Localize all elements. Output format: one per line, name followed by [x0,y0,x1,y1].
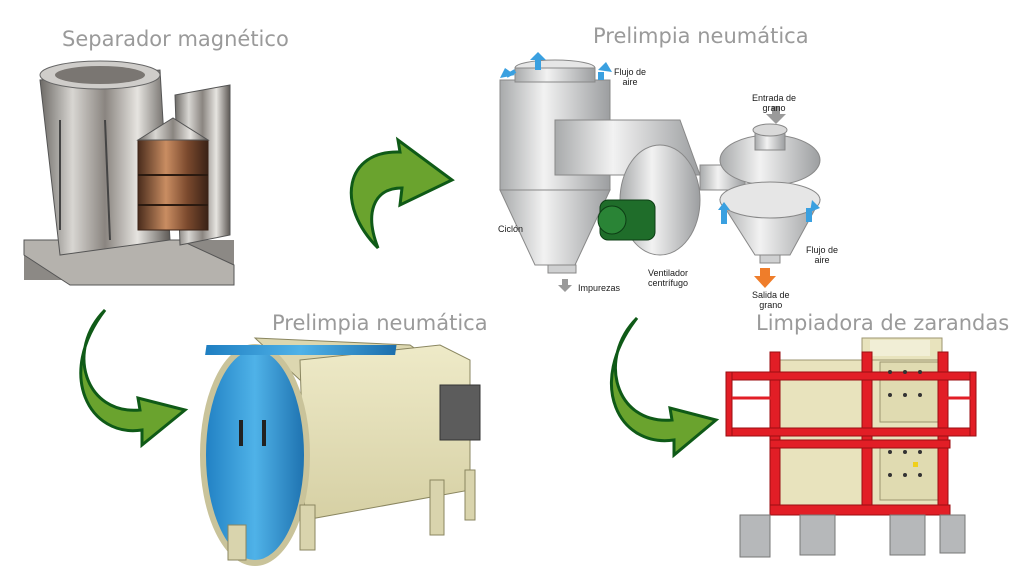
separator-chamber [699,123,821,264]
title-prelimpia-bottom: Prelimpia neumática [272,311,488,335]
label-line: Ventilador [648,268,689,278]
air-flow-arrows [500,52,820,224]
label-line: aire [814,255,830,265]
title-prelimpia-top: Prelimpia neumática [593,24,809,48]
title-limpiadora-zarandas: Limpiadora de zarandas [756,311,1010,335]
grain-flow-arrows [558,106,786,292]
title-separador-magnetico: Separador magnético [62,27,289,51]
label-impurezas: Impurezas [578,283,621,293]
label-ventilador-centrifugo: Ventilador centrífugo [648,268,688,288]
label-line: Entrada de [752,93,797,103]
label-flujo-aire-right: Flujo de aire [806,245,838,265]
label-line: grano [759,300,783,310]
separator-body [23,60,235,286]
label-line: centrífugo [648,278,689,288]
label-flujo-aire-top: Flujo de aire [614,67,646,87]
label-entrada-grano: Entrada de grano [752,93,796,113]
label-ciclon: Ciclón [498,224,524,234]
label-line: Flujo de [806,245,839,255]
label-line: aire [622,77,638,87]
label-line: Flujo de [614,67,647,77]
label-salida-grano: Salida de grano [752,290,790,310]
label-line: grano [762,103,786,113]
label-line: Salida de [752,290,790,300]
centrifugal-fan [597,144,701,256]
